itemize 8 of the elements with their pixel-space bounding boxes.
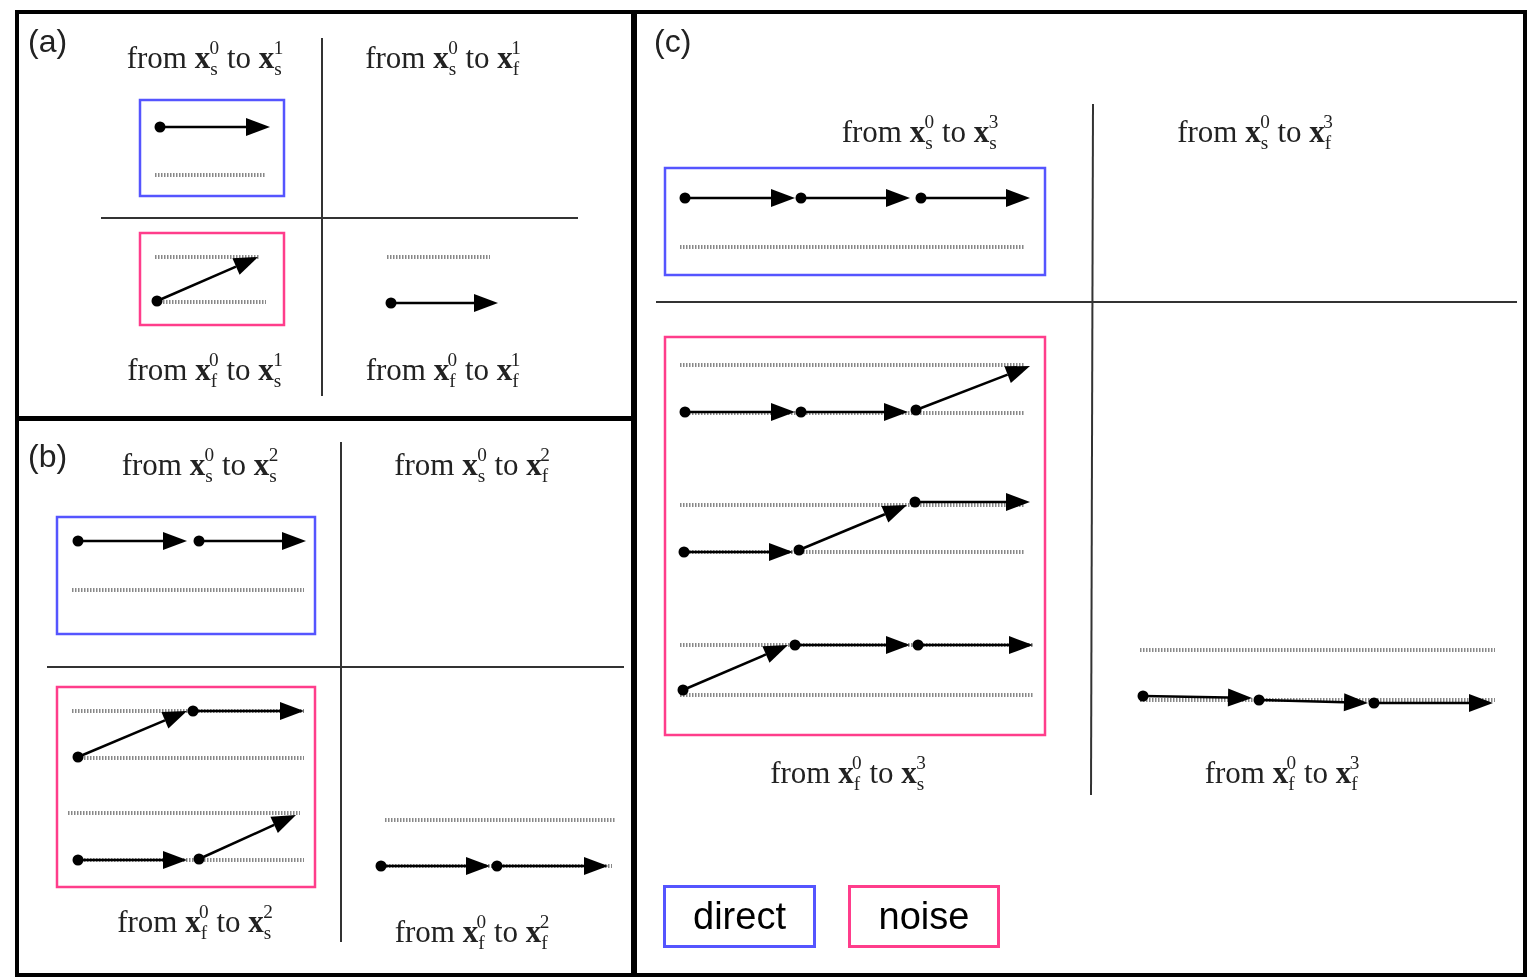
panel-letter: (a): [28, 25, 68, 57]
legend-label: noise: [878, 895, 970, 938]
figure-panel: [15, 417, 635, 977]
legend-label: direct: [693, 895, 786, 938]
figure-panel: [633, 10, 1527, 977]
figure-panel: [15, 10, 635, 420]
panel-letter: (b): [28, 440, 68, 472]
panel-letter: (c): [654, 25, 692, 57]
